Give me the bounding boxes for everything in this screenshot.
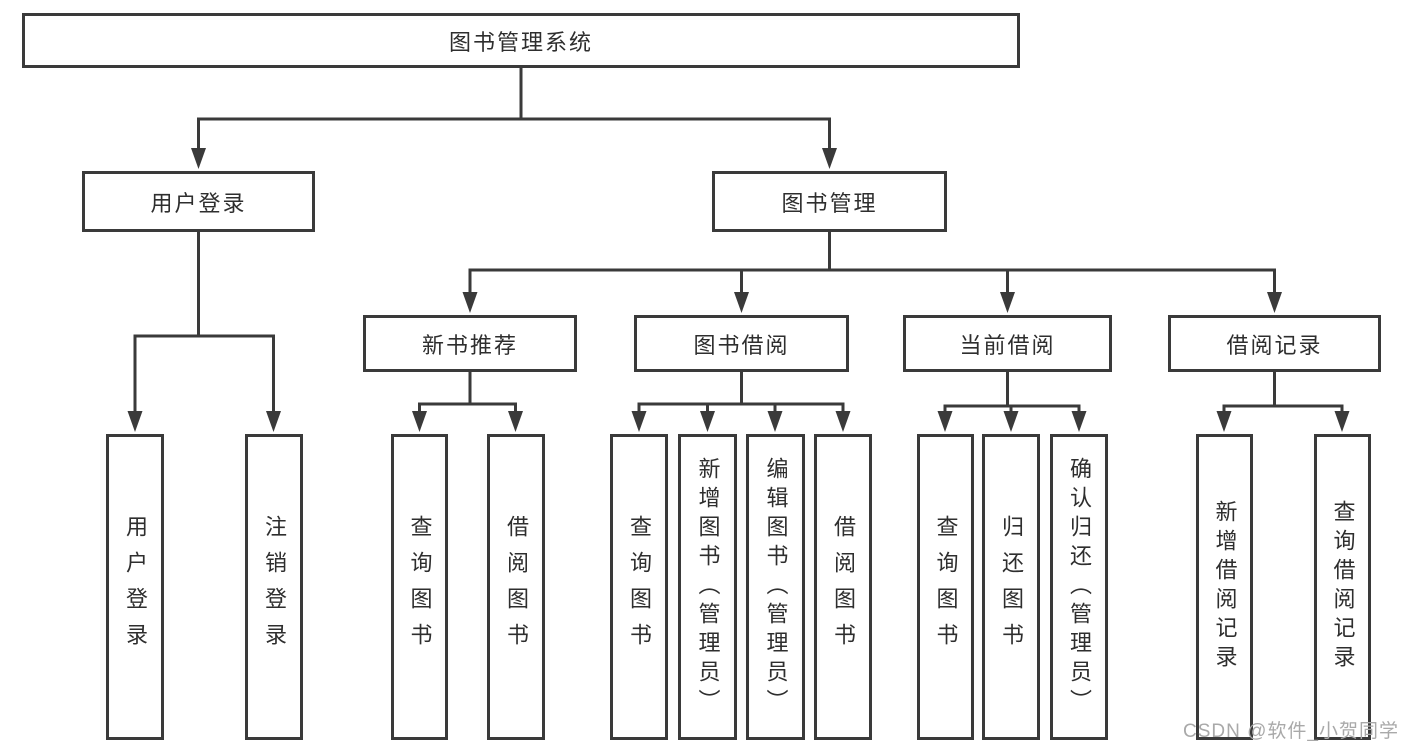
leaf-query-books-borrowing: 查询图书 (610, 434, 668, 740)
node-current-borrowing: 当前借阅 (903, 315, 1112, 372)
node-root: 图书管理系统 (22, 13, 1020, 68)
node-book-management-label: 图书管理 (781, 190, 878, 216)
leaf-user-login: 用户登录 (106, 434, 164, 740)
node-user-login: 用户登录 (82, 171, 315, 232)
node-current-borrowing-label: 当前借阅 (959, 332, 1056, 358)
leaf-query-borrow-record: 查询借阅记录 (1314, 434, 1371, 740)
leaf-add-borrow-record-label: 新增借阅记录 (1212, 500, 1238, 674)
leaf-borrow-books-recommend-label: 借阅图书 (504, 515, 529, 659)
leaf-query-borrow-record-label: 查询借阅记录 (1330, 500, 1356, 674)
leaf-edit-books-admin: 编辑图书（管理员） (746, 434, 805, 740)
leaf-add-borrow-record: 新增借阅记录 (1196, 434, 1253, 740)
leaf-add-books-admin: 新增图书（管理员） (678, 434, 737, 740)
node-new-book-recommend: 新书推荐 (363, 315, 577, 372)
leaf-query-books-borrowing-label: 查询图书 (627, 515, 652, 659)
leaf-confirm-return-admin-label: 确认归还（管理员） (1067, 456, 1092, 718)
node-book-borrowing-label: 图书借阅 (693, 332, 790, 358)
leaf-return-books-label: 归还图书 (999, 515, 1024, 659)
leaf-logout: 注销登录 (245, 434, 303, 740)
leaf-return-books: 归还图书 (982, 434, 1040, 740)
node-borrowing-records-label: 借阅记录 (1226, 332, 1323, 358)
leaf-query-books-recommend-label: 查询图书 (407, 515, 433, 659)
csdn-watermark: CSDN @软件_小贺同学 (1183, 721, 1399, 742)
node-user-login-label: 用户登录 (150, 190, 247, 216)
leaf-user-login-label: 用户登录 (123, 515, 148, 659)
leaf-add-books-admin-label: 新增图书（管理员） (695, 456, 721, 718)
node-new-book-recommend-label: 新书推荐 (421, 332, 518, 358)
leaf-borrow-books-borrowing: 借阅图书 (814, 434, 872, 740)
leaf-confirm-return-admin: 确认归还（管理员） (1050, 434, 1108, 740)
node-book-management: 图书管理 (712, 171, 947, 232)
leaf-borrow-books-recommend: 借阅图书 (487, 434, 545, 740)
node-root-label: 图书管理系统 (448, 29, 593, 55)
arrowhead-icons (127, 148, 1350, 432)
leaf-query-books-current: 查询图书 (917, 434, 974, 740)
leaf-query-books-current-label: 查询图书 (933, 515, 959, 659)
leaf-borrow-books-borrowing-label: 借阅图书 (831, 515, 856, 659)
leaf-edit-books-admin-label: 编辑图书（管理员） (763, 456, 789, 718)
leaf-query-books-recommend: 查询图书 (391, 434, 448, 740)
node-book-borrowing: 图书借阅 (634, 315, 849, 372)
leaf-logout-label: 注销登录 (262, 515, 287, 659)
node-borrowing-records: 借阅记录 (1168, 315, 1381, 372)
